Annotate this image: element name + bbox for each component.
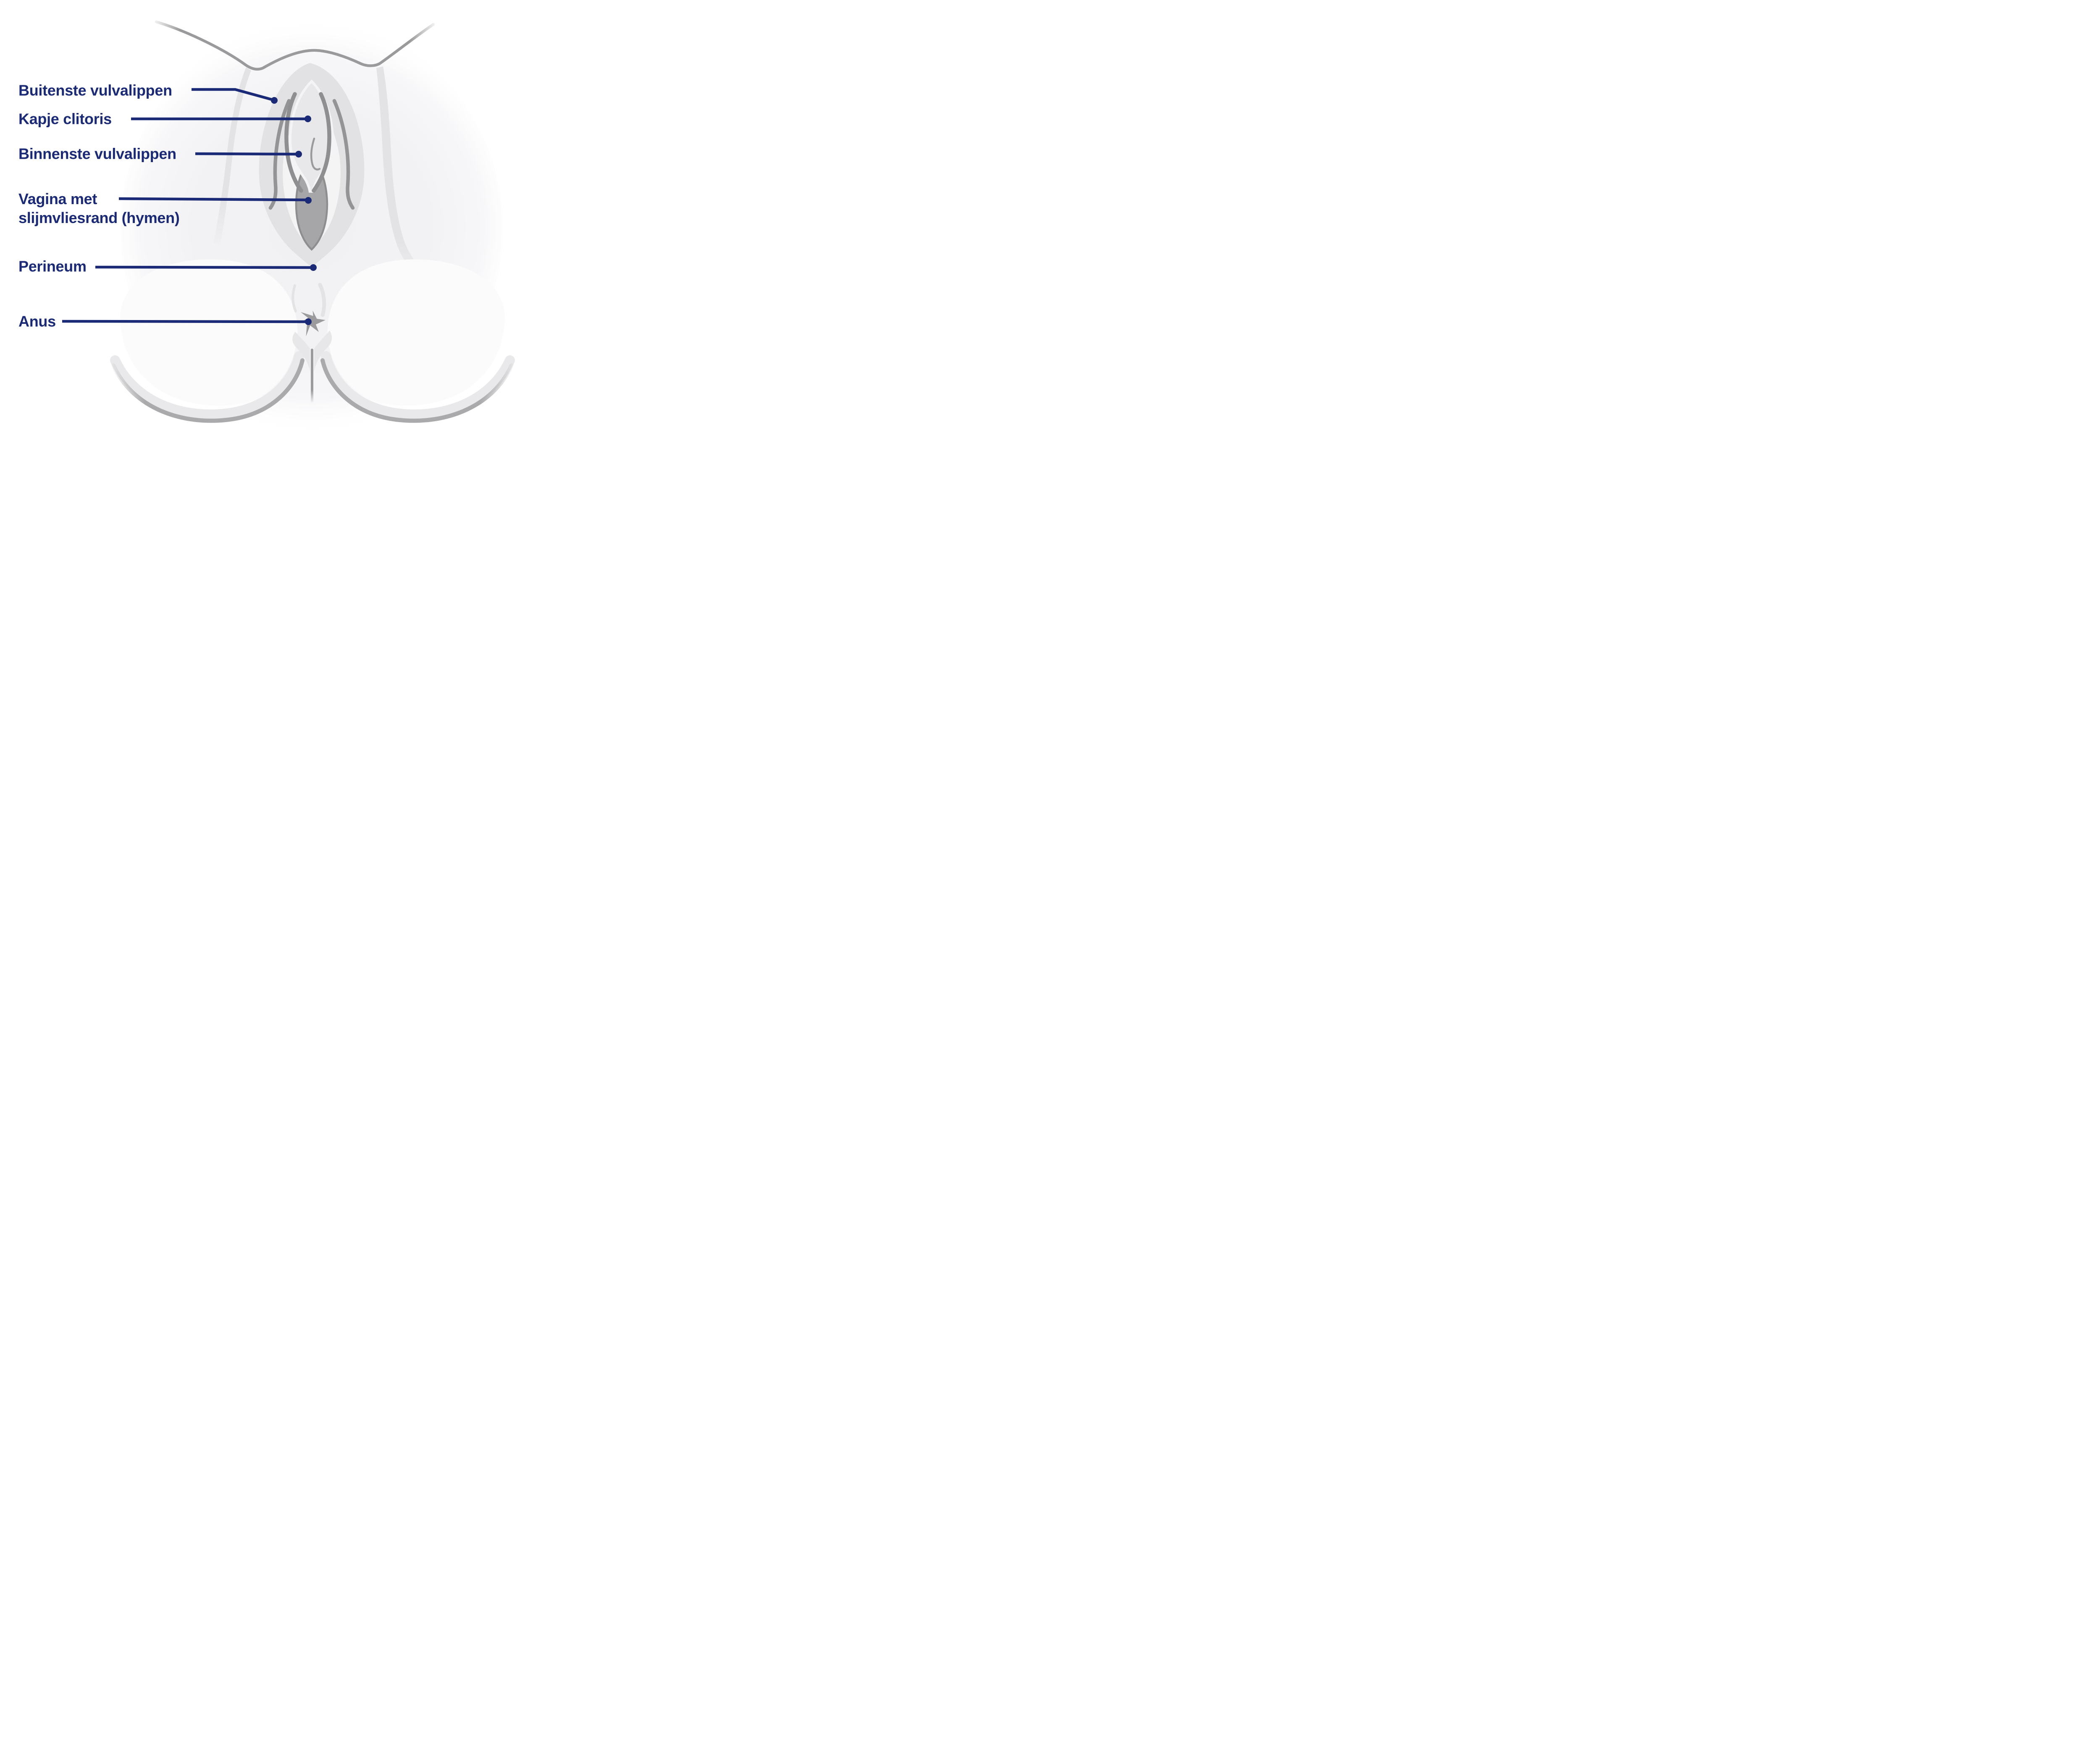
leader-line-anus xyxy=(62,320,309,323)
label-text: Anus xyxy=(18,312,56,330)
label-vagina-met-slijmvliesrand-hymen: Vagina met slijmvliesrand (hymen) xyxy=(18,189,180,227)
label-kapje-clitoris: Kapje clitoris xyxy=(18,110,112,129)
groin-crease-right xyxy=(376,66,435,286)
groin-crease-left xyxy=(213,67,251,245)
leader-line-buitenste-vulvalippen xyxy=(192,88,274,102)
leader-dot-vagina-met-slijmvliesrand xyxy=(305,197,312,204)
label-text: Binnenste vulvalippen xyxy=(18,145,176,163)
anus-star-shape xyxy=(299,310,326,336)
buttock-right xyxy=(320,259,515,423)
label-text: Kapje clitoris xyxy=(18,110,112,128)
label-anus: Anus xyxy=(18,312,56,331)
outer-labia-fold-right xyxy=(332,99,355,210)
leader-dot-anus xyxy=(305,318,312,325)
gluteal-cleft-shading-right xyxy=(314,331,332,371)
vulva-illustration xyxy=(62,20,515,437)
leader-dot-kapje-clitoris xyxy=(304,116,311,122)
glans-clitoris-line xyxy=(310,137,321,171)
top-body-outline xyxy=(155,20,435,71)
leader-dots xyxy=(271,97,317,325)
leader-line-perineum xyxy=(95,265,314,269)
leader-dot-buitenste-vulvalippen xyxy=(271,97,278,104)
label-text: Perineum xyxy=(18,257,87,275)
label-text: Buitenste vulvalippen xyxy=(18,81,172,99)
anatomy-diagram: Buitenste vulvalippen Kapje clitoris Bin… xyxy=(0,0,630,441)
label-text-line-2: slijmvliesrand (hymen) xyxy=(18,209,180,226)
gluteal-cleft-shading-left xyxy=(292,332,310,371)
perineal-crease-right xyxy=(318,283,326,317)
leader-dot-binnenste-vulvalippen xyxy=(295,151,302,158)
inner-labia-line-left xyxy=(284,92,303,193)
leader-lines xyxy=(62,88,314,323)
buttock-left xyxy=(110,259,304,423)
perineal-crease-left xyxy=(291,284,297,312)
inner-labia-line-right xyxy=(312,92,331,193)
label-text-line-1: Vagina met xyxy=(18,190,97,207)
label-perineum: Perineum xyxy=(18,257,87,276)
leader-dot-perineum xyxy=(310,264,317,271)
leader-line-vagina-met-slijmvliesrand xyxy=(118,197,309,202)
label-buitenste-vulvalippen: Buitenste vulvalippen xyxy=(18,81,172,100)
label-binnenste-vulvalippen: Binnenste vulvalippen xyxy=(18,144,176,163)
clitoral-hood-shape xyxy=(291,83,331,192)
